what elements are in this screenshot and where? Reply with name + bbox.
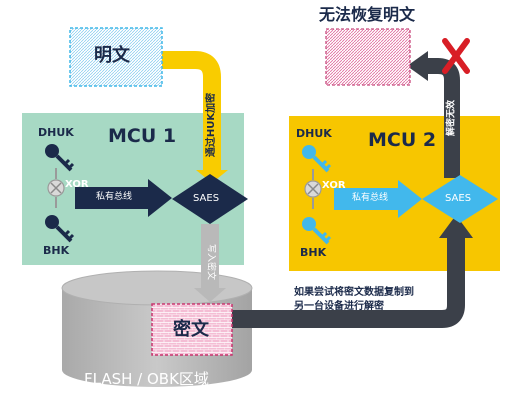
copy-arrow (205, 236, 465, 328)
mcu1-title: MCU 1 (108, 125, 177, 147)
mcu1-saes-diamond (172, 174, 248, 224)
mcu2-xor-icon (304, 180, 322, 198)
copy-note-line2: 另一台设备进行解密 (294, 301, 384, 312)
plaintext-label: 明文 (94, 45, 130, 66)
mcu1-dhuk-label: DHUK (38, 126, 74, 139)
mcu2-bhk-key-icon (302, 217, 332, 245)
decrypt-arrow-head (407, 51, 428, 81)
write-arrow-head (194, 288, 226, 302)
mcu1-xor-label: XOR (65, 179, 89, 190)
mcu2-dhuk-key-icon (302, 145, 332, 173)
huk-encrypt-label: 通过HUK加密 (206, 92, 217, 158)
mcu2-dhuk-label: DHUK (296, 127, 332, 140)
copy-arrow-head (439, 215, 473, 238)
mcu2-bhk-label: BHK (300, 246, 327, 259)
mcu1-xor-icon (47, 179, 65, 197)
mcu2-saes-label: SAES (445, 193, 472, 204)
flash-label: FLASH / OBK区域 (84, 370, 209, 388)
decrypt-fail-label: 解密无效 (446, 99, 457, 137)
mcu2-private-bus-arrow (334, 180, 422, 218)
mcu1-private-bus-label: 私有总线 (96, 192, 133, 202)
unrecoverable-box (325, 28, 411, 86)
mcu2-private-bus-label: 私有总线 (352, 193, 389, 203)
unrecoverable-label: 无法恢复明文 (319, 5, 416, 24)
mcu1-private-bus-arrow (75, 179, 172, 217)
mcu2-xor-label: XOR (322, 180, 346, 191)
ciphertext-label: 密文 (173, 319, 209, 340)
mcu1-dhuk-key-icon (45, 144, 75, 172)
ciphertext-box (151, 303, 233, 356)
mcu2-saes-diamond (422, 175, 498, 223)
copy-note-line1: 如果尝试将密文数据复制到 (294, 287, 414, 298)
mcu1-saes-label: SAES (193, 193, 220, 204)
mcu1-bhk-key-icon (45, 215, 75, 243)
mcu2-title: MCU 2 (368, 129, 437, 151)
mcu1-bhk-label: BHK (43, 244, 70, 257)
plaintext-box (69, 27, 163, 87)
failure-cross-icon (442, 38, 470, 74)
write-arrow-shaft (201, 224, 219, 288)
write-cipher-label: 写入密文 (205, 243, 216, 281)
encrypt-arrow (160, 51, 221, 172)
